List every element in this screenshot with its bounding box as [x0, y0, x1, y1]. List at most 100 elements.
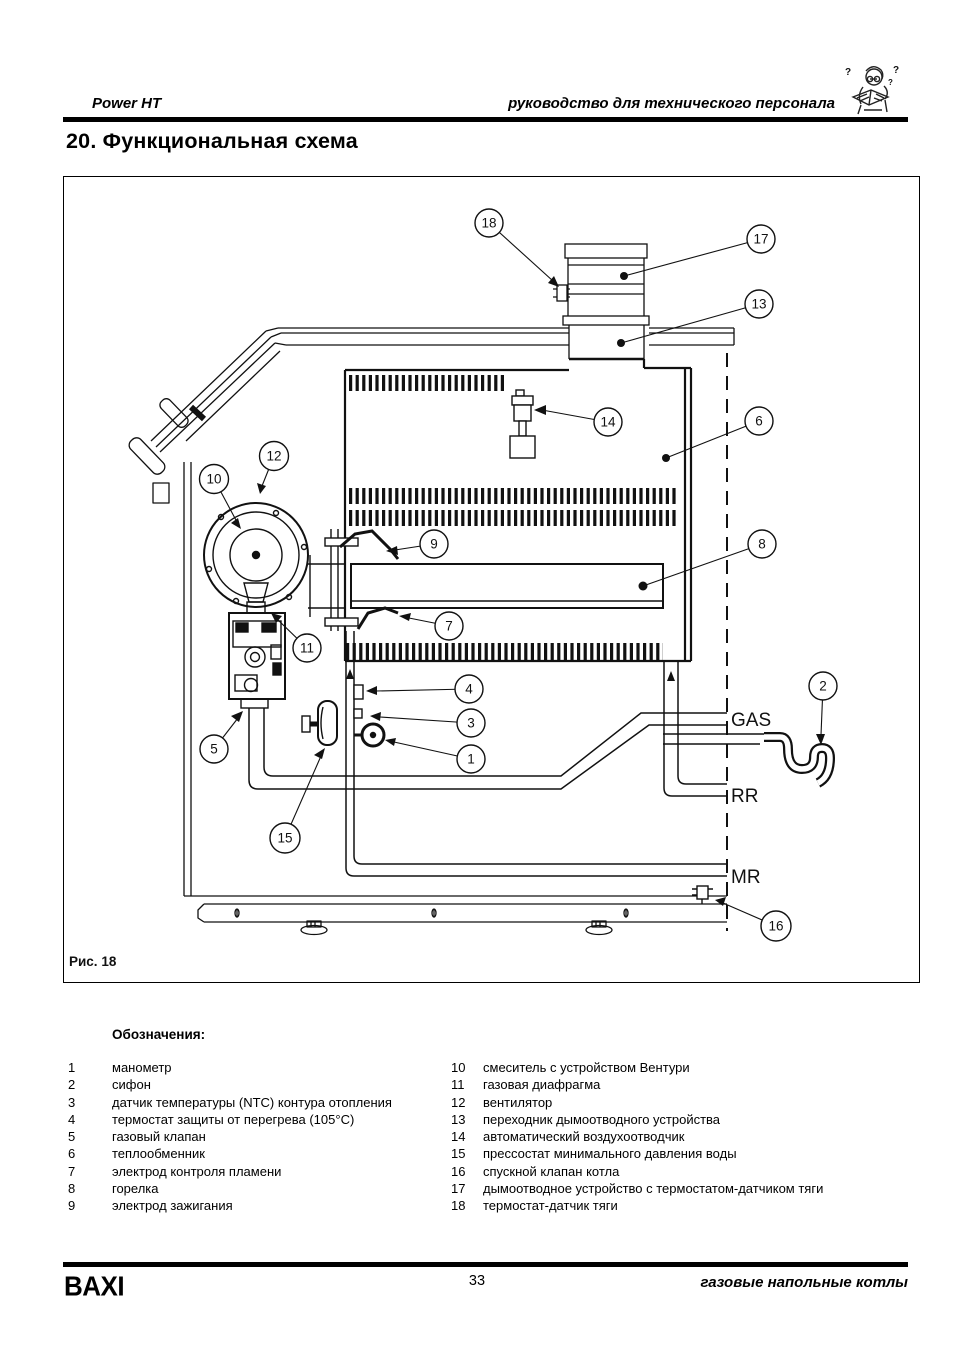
rr-label: RR	[731, 786, 758, 807]
base-screws	[234, 908, 629, 918]
legend-item: 12 вентилятор	[451, 1094, 911, 1111]
air-vent-device	[509, 389, 536, 459]
callout-18: 18	[474, 208, 559, 287]
legend-item-text: спускной клапан котла	[483, 1163, 620, 1179]
callout-12: 12	[257, 440, 290, 494]
legend-column-left: 1 манометр 2 сифон 3 датчик температуры …	[68, 1059, 443, 1215]
legend-item-text: вентилятор	[483, 1094, 553, 1110]
svg-text:10: 10	[206, 472, 221, 487]
svg-text:3: 3	[467, 716, 475, 731]
svg-text:17: 17	[753, 232, 768, 247]
callout-11: 11	[271, 613, 322, 663]
legend-item-text: сифон	[112, 1077, 151, 1093]
water-pressure-switch	[301, 700, 338, 746]
callout-7: 7	[399, 611, 464, 641]
adjustable-foot	[300, 920, 328, 936]
legend-item-text: газовый клапан	[112, 1129, 206, 1145]
svg-text:11: 11	[300, 641, 314, 656]
legend-item-text: электрод контроля пламени	[112, 1163, 282, 1179]
svg-text:15: 15	[277, 831, 292, 846]
callout-9: 9	[386, 529, 449, 559]
fan	[203, 502, 309, 614]
mascot-reading-logo: ? ? ?	[845, 65, 899, 115]
casing-latch	[159, 398, 189, 428]
svg-text:9: 9	[430, 537, 438, 552]
legend-item-number: 1	[68, 1060, 76, 1075]
legend-item-number: 11	[451, 1077, 465, 1093]
legend-item-text: смеситель с устройством Вентури	[483, 1060, 690, 1075]
legend-item-text: термостат-датчик тяги	[483, 1198, 618, 1214]
svg-text:12: 12	[266, 449, 281, 464]
svg-text:1: 1	[467, 752, 475, 767]
legend-item-number: 6	[68, 1146, 76, 1162]
legend-item-number: 13	[451, 1111, 466, 1127]
mr-label: MR	[731, 867, 761, 888]
legend-column-right: 10 смеситель с устройством Вентури 11 га…	[451, 1059, 911, 1215]
legend-item: 14 автоматический воздухоотводчик	[451, 1128, 911, 1145]
svg-text:7: 7	[445, 619, 453, 634]
callout-6: 6	[662, 406, 774, 462]
flame-sense-electrode	[356, 606, 399, 630]
gas-valve	[228, 612, 286, 709]
legend-item-text: переходник дымоотводного устройства	[483, 1111, 721, 1127]
svg-text:13: 13	[751, 297, 766, 312]
footer-rule	[63, 1262, 908, 1267]
legend-item-number: 10	[451, 1060, 466, 1075]
pipe-labels: GAS RR MR	[731, 710, 771, 888]
figure-frame: GAS RR MR 18 17 13	[63, 176, 920, 983]
legend-item-number: 12	[451, 1094, 466, 1110]
svg-text:16: 16	[768, 919, 783, 934]
legend-item-number: 16	[451, 1163, 466, 1179]
legend-item-text: газовая диафрагма	[483, 1077, 601, 1093]
legend-item-text: теплообменник	[112, 1146, 205, 1162]
boiler-drain-valve	[692, 885, 713, 904]
callout-13: 13	[617, 289, 774, 347]
callout-2: 2	[808, 671, 838, 745]
legend-item: 13 переходник дымоотводного устройства	[451, 1111, 911, 1128]
svg-text:4: 4	[465, 682, 473, 697]
header-rule	[63, 117, 908, 122]
overheat-thermostat	[353, 684, 364, 700]
legend-item-text: прессостат минимального давления воды	[483, 1146, 737, 1162]
legend-item-number: 15	[451, 1146, 466, 1162]
legend-item: 7 электрод контроля пламени	[68, 1163, 443, 1180]
baxi-logo: BAXI	[64, 1270, 125, 1302]
page-number: 33	[468, 1273, 486, 1289]
callout-4: 4	[366, 674, 484, 704]
svg-text:2: 2	[819, 679, 827, 694]
page-title: 20. Функциональная схема	[66, 129, 358, 153]
casing-hinge-mark	[188, 404, 207, 422]
legend-item: 1 манометр	[68, 1059, 443, 1076]
legend-item-number: 18	[451, 1198, 466, 1214]
gas-label: GAS	[731, 710, 771, 731]
callout-15: 15	[269, 748, 325, 854]
question-mark-icon: ?	[888, 78, 893, 87]
callout-16: 16	[715, 897, 792, 942]
flue-assembly	[553, 243, 650, 361]
legend-item-text: дымоотводное устройство с термостатом-да…	[483, 1181, 824, 1197]
legend-item-number: 5	[68, 1129, 76, 1145]
callout-8: 8	[638, 529, 777, 591]
legend-item-number: 3	[68, 1094, 76, 1110]
question-mark-icon: ?	[893, 65, 899, 76]
svg-text:8: 8	[758, 537, 766, 552]
svg-text:18: 18	[481, 216, 496, 231]
legend-item: 10 смеситель с устройством Вентури	[451, 1059, 911, 1076]
pipework	[248, 631, 766, 877]
legend-item-text: горелка	[112, 1181, 159, 1197]
legend-item-text: термостат защиты от перегрева (105°C)	[112, 1111, 355, 1127]
callout-5: 5	[199, 711, 243, 764]
callout-14: 14	[534, 405, 623, 437]
ntc-sensor	[353, 708, 363, 719]
legend-item: 8 горелка	[68, 1180, 443, 1197]
adjustable-foot	[585, 920, 613, 936]
legend-item-number: 4	[68, 1111, 76, 1127]
legend-item: 5 газовый клапан	[68, 1128, 443, 1145]
legend-item-text: манометр	[112, 1060, 172, 1075]
svg-text:14: 14	[600, 415, 616, 430]
legend-item-number: 14	[451, 1129, 466, 1145]
heat-exchanger-chamber	[343, 359, 693, 663]
legend-item: 15 прессостат минимального давления воды	[451, 1145, 911, 1162]
burner-assembly	[308, 529, 664, 631]
